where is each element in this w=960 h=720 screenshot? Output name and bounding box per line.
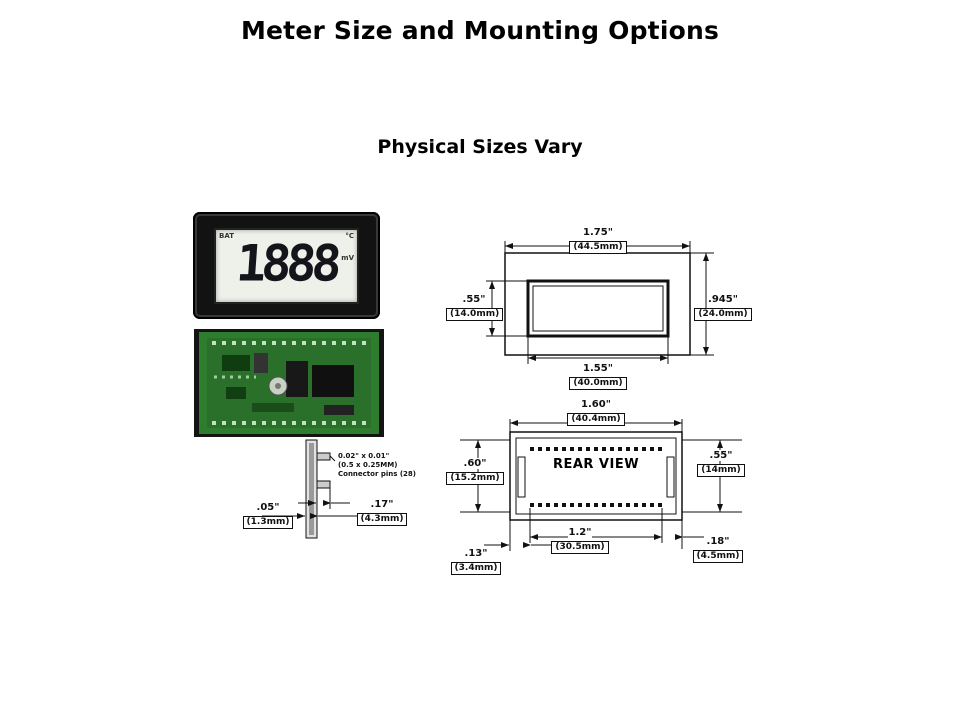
dim-rear-width: 1.60" (40.4mm) <box>563 396 629 426</box>
lcd-bat-annunciator: BAT <box>219 232 234 240</box>
lcd-display: BAT °C mV 1888 <box>214 228 359 304</box>
rear-view-shapes <box>460 419 742 551</box>
side-view-shapes <box>262 439 360 539</box>
dim-rear-pin-row: 1.2" (30.5mm) <box>548 524 612 554</box>
lcd-digits: 1888 <box>234 234 339 293</box>
dim-rear-offset-right: .18" (4.5mm) <box>690 533 746 563</box>
dim-rear-offset-left: .13" (3.4mm) <box>450 545 502 575</box>
meter-front-photo: BAT °C mV 1888 <box>193 212 380 319</box>
dim-front-cutout: 1.55" (40.0mm) <box>565 360 631 390</box>
connector-pins-note: 0.02" x 0.01" (0.5 x 0.25MM) Connector p… <box>338 452 436 479</box>
dim-rear-left: .60" (15.2mm) <box>446 455 504 485</box>
side-view-drawing <box>262 439 360 539</box>
dim-front-width: 1.75" (44.5mm) <box>565 224 631 254</box>
front-view-shapes <box>486 241 714 364</box>
note-line-3: Connector pins (28) <box>338 470 416 478</box>
lcd-degc-annunciator: °C <box>345 232 354 240</box>
meter-rear-pcb-photo <box>194 329 384 437</box>
note-line-2: (0.5 x 0.25MM) <box>338 461 398 469</box>
note-line-1: 0.02" x 0.01" <box>338 452 390 460</box>
page-title: Meter Size and Mounting Options <box>240 16 720 45</box>
dim-side-thickness: .05" (1.3mm) <box>240 499 296 529</box>
lcd-mv-annunciator: mV <box>341 254 354 262</box>
pcb-graphic <box>194 329 384 437</box>
rear-view-drawing <box>460 419 742 551</box>
dim-front-height: .945" (24.0mm) <box>694 291 752 321</box>
dim-side-pin-length: .17" (4.3mm) <box>352 496 412 526</box>
dim-front-bezel-height: .55" (14.0mm) <box>446 291 504 321</box>
rear-view-label: REAR VIEW <box>552 457 640 472</box>
dim-rear-right: .55" (14mm) <box>693 447 749 477</box>
subtitle: Physical Sizes Vary <box>377 136 583 158</box>
